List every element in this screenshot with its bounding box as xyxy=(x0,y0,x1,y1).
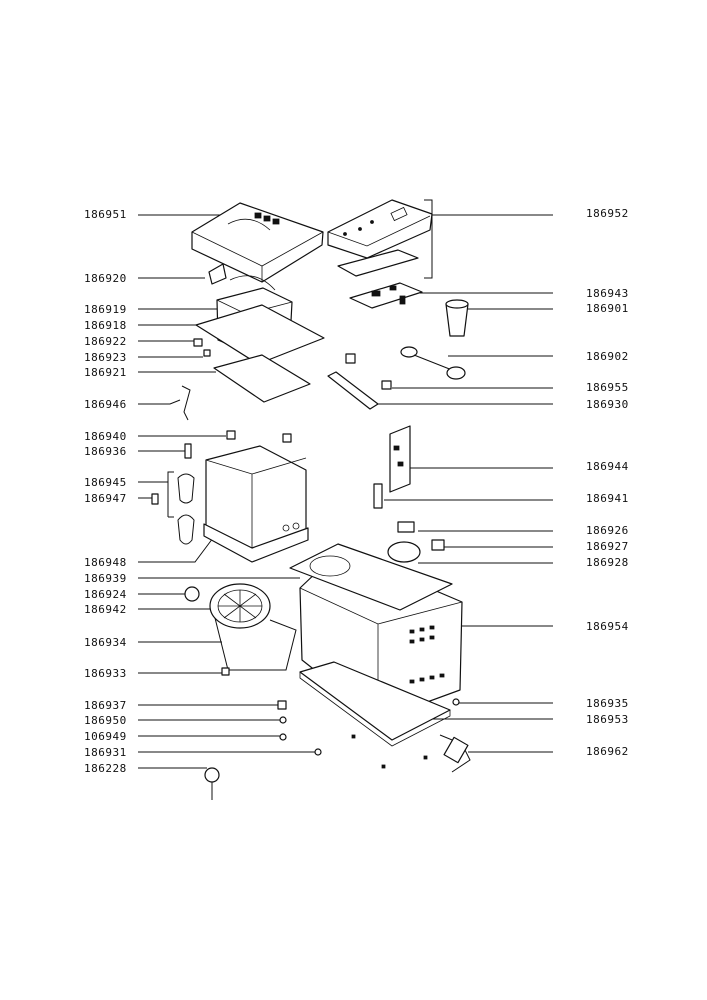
drive-parts xyxy=(184,583,297,676)
measuring-cup-part xyxy=(445,299,469,337)
part-number-label: 186937 xyxy=(84,699,127,712)
bread-pan-part xyxy=(195,275,325,403)
part-number-label: 186935 xyxy=(586,697,629,710)
part-number-label: 186931 xyxy=(84,746,127,759)
part-number-label: 186948 xyxy=(84,556,127,569)
part-number-label: 186950 xyxy=(84,714,127,727)
part-number-label: 186923 xyxy=(84,351,127,364)
part-number-label: 186228 xyxy=(84,762,127,775)
part-number-label: 186939 xyxy=(84,572,127,585)
measuring-spoon-part xyxy=(400,346,466,380)
part-number-label: 186947 xyxy=(84,492,127,505)
right-labels: 186952 186943 186901 186902 186955 18693… xyxy=(586,207,629,758)
part-number-label: 186962 xyxy=(586,745,629,758)
base-part xyxy=(299,661,460,747)
part-number-label: 186945 xyxy=(84,476,127,489)
motor-part xyxy=(387,521,445,563)
part-number-label: 186940 xyxy=(84,430,127,443)
lid-part xyxy=(191,202,324,283)
small-fittings xyxy=(151,263,392,505)
part-number-label: 186943 xyxy=(586,287,629,300)
part-number-label: 186902 xyxy=(586,350,629,363)
baking-chamber-part xyxy=(203,445,309,563)
part-number-label: 186928 xyxy=(586,556,629,569)
part-number-label: 186934 xyxy=(84,636,127,649)
power-cord-part xyxy=(439,734,471,773)
part-number-label: 186924 xyxy=(84,588,127,601)
part-number-label: 186922 xyxy=(84,335,127,348)
part-number-label: 186955 xyxy=(586,381,629,394)
leader-lines xyxy=(138,214,553,769)
part-number-label: 186936 xyxy=(84,445,127,458)
part-number-label: 186901 xyxy=(586,302,629,315)
part-number-label: 186921 xyxy=(84,366,127,379)
circuit-board-part xyxy=(349,282,423,309)
part-number-label: 186933 xyxy=(84,667,127,680)
control-panel-part xyxy=(327,199,433,277)
vent-slots xyxy=(409,625,445,684)
part-number-label: 186918 xyxy=(84,319,127,332)
part-number-label: 186941 xyxy=(586,492,629,505)
part-number-label: 186952 xyxy=(586,207,629,220)
part-number-label: 186930 xyxy=(586,398,629,411)
bracket xyxy=(424,199,433,279)
part-number-label: 186953 xyxy=(586,713,629,726)
heating-element-part xyxy=(177,473,195,545)
part-number-label: 186944 xyxy=(586,460,629,473)
kneading-paddle-part xyxy=(204,767,220,800)
part-number-label: 106949 xyxy=(84,730,127,743)
part-number-label: 186920 xyxy=(84,272,127,285)
left-labels: 186951 186920 186919 186918 186922 18692… xyxy=(84,208,127,775)
part-number-label: 186951 xyxy=(84,208,127,221)
part-number-label: 186946 xyxy=(84,398,127,411)
part-number-label: 186919 xyxy=(84,303,127,316)
part-number-label: 186954 xyxy=(586,620,629,633)
part-number-label: 186927 xyxy=(586,540,629,553)
part-number-label: 186926 xyxy=(586,524,629,537)
thermostat-part xyxy=(373,425,411,509)
fasteners xyxy=(277,700,428,769)
part-number-label: 186942 xyxy=(84,603,127,616)
